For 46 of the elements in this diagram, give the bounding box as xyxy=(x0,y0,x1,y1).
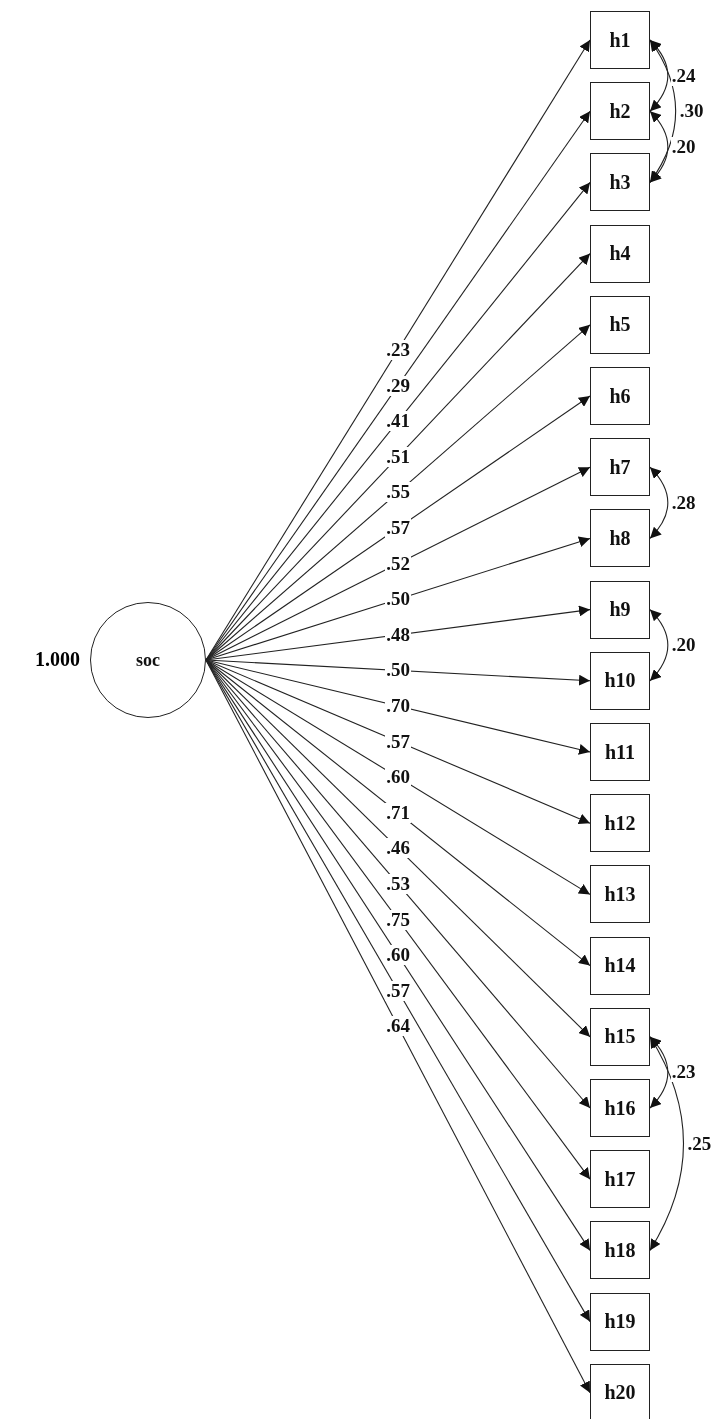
edge-label: .75 xyxy=(385,909,411,930)
observed-variable-box: h15 xyxy=(590,1007,650,1066)
edge-label: .60 xyxy=(385,767,411,788)
observed-variable-box: h13 xyxy=(590,865,650,924)
edge-label: .55 xyxy=(385,482,411,503)
observed-variable-box: h3 xyxy=(590,153,650,212)
observed-variable-box: h1 xyxy=(590,11,650,69)
observed-variable-box: h5 xyxy=(590,295,650,354)
edge-label: .71 xyxy=(385,802,411,823)
edge-label: .64 xyxy=(385,1016,411,1037)
observed-variable-box: h16 xyxy=(590,1079,650,1137)
edge-label: .51 xyxy=(385,446,411,467)
observed-variable-box: h9 xyxy=(590,580,650,639)
edge-label: .23 xyxy=(385,340,411,360)
edge-label: .29 xyxy=(385,375,411,396)
observed-variable-box: h2 xyxy=(590,82,650,141)
covariance-arrow xyxy=(649,1036,685,1251)
latent-variable-circle: soc xyxy=(90,602,206,718)
observed-variable-box: h4 xyxy=(590,224,650,283)
observed-variable-box: h18 xyxy=(590,1221,650,1280)
arrow xyxy=(205,605,591,661)
observed-variable-box: h11 xyxy=(590,723,650,781)
edge-label: .23 xyxy=(670,1062,697,1083)
covariance-arrow xyxy=(649,466,669,539)
edge-label: .52 xyxy=(385,553,411,574)
covariance-arrow xyxy=(649,609,669,682)
edge-label: .46 xyxy=(385,838,411,859)
edge-label: .53 xyxy=(385,874,411,894)
variance-label: 1.000 xyxy=(35,648,80,671)
observed-variable-box: h8 xyxy=(590,509,650,568)
observed-variable-box: h17 xyxy=(590,1150,650,1209)
observed-variable-box: h10 xyxy=(590,651,650,710)
observed-variable-box: h19 xyxy=(590,1292,650,1351)
edge-label: .41 xyxy=(385,411,411,432)
covariance-arrow xyxy=(649,39,669,112)
observed-variable-box: h6 xyxy=(590,367,650,425)
edge-label: .57 xyxy=(385,518,411,538)
edge-label: .60 xyxy=(385,945,411,966)
edge-label: .57 xyxy=(385,980,411,1001)
observed-variable-box: h12 xyxy=(590,794,650,853)
covariance-arrow xyxy=(649,110,669,183)
observed-variable-box: h20 xyxy=(590,1363,650,1419)
observed-variable-box: h7 xyxy=(590,438,650,497)
covariance-arrow xyxy=(649,39,677,183)
observed-variable-box: h14 xyxy=(590,936,650,995)
covariance-arrow xyxy=(649,1036,669,1109)
